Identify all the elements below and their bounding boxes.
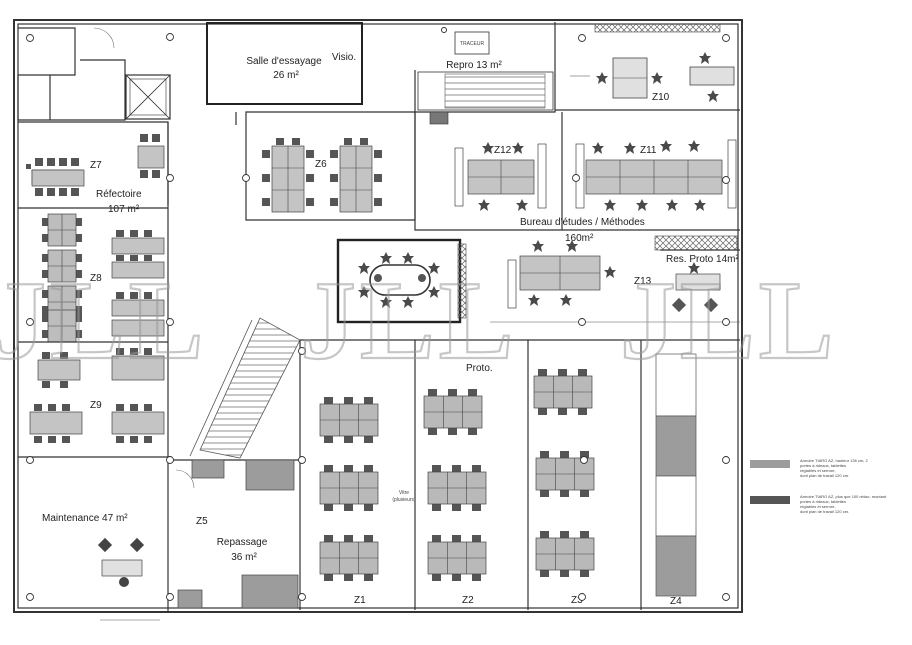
zone-z3: Z3	[533, 340, 642, 610]
legend-light-text-3: réglables et serrure,	[800, 468, 836, 473]
structural-columns	[26, 33, 730, 601]
zone-z8: Z8	[18, 213, 168, 343]
legend-light-text-2: portes à rideaux, tablettes	[800, 463, 846, 468]
zone-bureau-etudes: Z12 Z11 Bureau d'études / Méthodes 160m²	[414, 112, 740, 244]
refectoire-label: Réfectoire	[96, 189, 142, 200]
traceur-label: TRACEUR	[460, 41, 485, 47]
z7-label: Z7	[90, 160, 102, 171]
jll-watermark: JLL JLL JLL	[0, 258, 837, 384]
legend-dark-text-4: dont plan de travail 120 cm.	[800, 509, 849, 514]
zone-z7-refectoire: Z7 Réfectoire 107 m²	[18, 134, 168, 215]
watermark-text-2: JLL	[300, 259, 517, 383]
zone-z9: Z9	[18, 122, 172, 460]
res-proto-label: Res. Proto 14m²	[666, 254, 739, 265]
repro-label: Repro 13 m²	[446, 60, 502, 71]
zone-z1: Z1 Vitre (plusieurs)	[319, 340, 416, 610]
legend-light-swatch	[750, 460, 790, 468]
meeting-room	[336, 238, 467, 324]
legend-dark-swatch	[750, 496, 790, 504]
z12-label: Z12	[494, 145, 512, 156]
outer-wall	[13, 19, 743, 613]
vitre-label: Vitre	[399, 490, 409, 496]
legend-dark-text-3: réglables et serrure,	[800, 504, 836, 509]
room-salle-essayage: Salle d'essayage 26 m² Visio.	[206, 22, 363, 105]
z10-label: Z10	[652, 92, 670, 103]
z8-label: Z8	[90, 273, 102, 284]
salle-essayage-label: Salle d'essayage	[246, 56, 322, 67]
z3-label: Z3	[571, 595, 583, 606]
z5-label: Z5	[196, 516, 208, 527]
bureau-label: Bureau d'études / Méthodes	[520, 217, 645, 228]
vitre-sub-label: (plusieurs)	[392, 497, 416, 503]
repassage-label: Repassage	[217, 537, 268, 548]
watermark-text-1: JLL	[0, 259, 207, 383]
repassage-area: 36 m²	[231, 552, 257, 563]
proto-label: Proto.	[466, 363, 493, 374]
z13-label: Z13	[634, 276, 652, 287]
legend-dark-text-1: Armoire TIARO AZ, plus que 100 rédac, mo…	[800, 494, 887, 499]
zone-maintenance: Maintenance 47 m²	[42, 460, 169, 612]
z9-label: Z9	[90, 400, 102, 411]
z1-label: Z1	[354, 595, 366, 606]
z4-label: Z4	[670, 596, 682, 607]
room-repro: TRACEUR Repro 13 m²	[414, 22, 556, 125]
z2-label: Z2	[462, 595, 474, 606]
zone-z6: Z6	[245, 111, 416, 221]
legend: Armoire TIARO AZ, hauteur 136 cm, 2 port…	[750, 458, 887, 514]
zone-z10: Z10	[555, 23, 740, 111]
refectoire-area: 107 m²	[108, 204, 140, 215]
z6-label: Z6	[315, 159, 327, 170]
bureau-area: 160m²	[565, 233, 594, 244]
visio-label: Visio.	[332, 52, 356, 63]
watermark-text-3: JLL	[620, 259, 837, 383]
legend-light-text-4: dont plan de travail 120 cm.	[800, 473, 849, 478]
legend-dark-text-2: portes à rideaux, tablettes	[800, 499, 846, 504]
salle-essayage-area: 26 m²	[273, 70, 299, 81]
zone-z13: Z13 Res. Proto 14m²	[490, 235, 740, 323]
z11-label: Z11	[640, 145, 657, 156]
legend-light-text-1: Armoire TIARO AZ, hauteur 136 cm, 2	[800, 458, 869, 463]
zone-z4: Z4	[655, 353, 697, 607]
zone-z2: Proto. Z2	[423, 340, 529, 610]
maintenance-label: Maintenance 47 m²	[42, 513, 128, 524]
